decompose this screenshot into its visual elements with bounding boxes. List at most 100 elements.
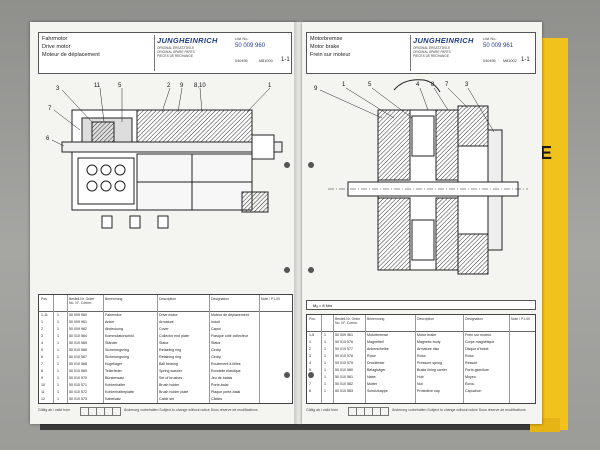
left-page: Fahrmotor Drive motor Moteur de déplacem… xyxy=(30,22,298,424)
table-cell: 1 xyxy=(324,347,326,351)
table-cell: Circlip xyxy=(211,355,221,359)
table-cell: Sicherungsring xyxy=(105,355,129,359)
table-cell: Mutter xyxy=(367,382,378,386)
table-cell: 50 010 579 xyxy=(335,361,353,365)
callout-5: 5 xyxy=(368,82,372,88)
table-cell: 1 xyxy=(324,340,326,344)
torque-note: Mₐ = 8 Nm xyxy=(306,300,536,310)
table-cell: 1 xyxy=(57,376,59,380)
table-cell: 3 xyxy=(41,334,43,338)
table-cell: 1 xyxy=(57,334,59,338)
table-cell: Hub xyxy=(417,375,424,379)
terminal-studs xyxy=(101,215,169,229)
table-cell: Drive motor xyxy=(159,313,178,317)
table-cell: 7 xyxy=(41,362,43,366)
table-cell: 9 xyxy=(41,376,43,380)
table-cell: 1 xyxy=(324,361,326,365)
left-footer: Gültig ab / valid from Änderung vorbehal… xyxy=(38,406,292,416)
table-cell: Circlip xyxy=(211,348,221,352)
table-cell: 8 xyxy=(309,389,311,393)
table-cell: 6 xyxy=(41,355,43,359)
table-cell: 50 010 583 xyxy=(335,389,353,393)
left-title-block: Fahrmotor Drive motor Moteur de déplacem… xyxy=(42,35,155,71)
table-cell: Ressort xyxy=(465,361,478,365)
table-cell: Belagträger xyxy=(367,368,386,372)
table-cell: Retaining ring xyxy=(159,355,182,359)
table-cell: Armature disc xyxy=(417,347,440,351)
left-code: M81000 xyxy=(259,59,273,63)
table-cell: Kohlenhalterplatte xyxy=(105,390,134,394)
callout-8-10: 8,10 xyxy=(194,83,206,89)
table-cell: 1 xyxy=(324,382,326,386)
table-cell: 1 xyxy=(57,341,59,345)
table-cell: Fahrmotor xyxy=(105,313,122,317)
right-brand-logo: JUNGHEINRICH xyxy=(413,36,474,45)
table-cell: 50 009 960 xyxy=(69,313,87,317)
right-title-block: Motorbremse Motor brake Frein sur moteur xyxy=(310,35,411,71)
table-cell: Sicherungsring xyxy=(105,348,129,352)
table-cell: 50 010 573 xyxy=(69,397,87,401)
callout-3: 3 xyxy=(465,82,469,88)
table-cell: Ständer xyxy=(105,341,118,345)
table-cell: 2 xyxy=(309,347,311,351)
table-cell: Câbles xyxy=(211,397,223,401)
drive-motor-drawing: 3 11 5 2 9 8,10 1 7 6 xyxy=(46,83,283,229)
table-cell: 5 xyxy=(41,348,43,352)
table-cell: Bürstensatz xyxy=(105,376,124,380)
table-cell: 50 010 581 xyxy=(335,375,353,379)
table-cell: 1 xyxy=(57,327,59,331)
table-cell: 50 010 576 xyxy=(335,340,353,344)
table-cell: Flasque côté collecteur xyxy=(211,334,248,338)
left-parts-table: Pos. Bestell-Nr. Order No. N°. Comm. Ben… xyxy=(38,294,293,404)
table-cell: Pressure spring xyxy=(417,361,443,365)
callout-2: 2 xyxy=(167,83,171,89)
table-cell: Brush holder plate xyxy=(159,390,189,394)
table-cell: Rotor xyxy=(465,354,474,358)
table-cell: Protective cap xyxy=(417,389,440,393)
table-cell: 12 xyxy=(41,397,45,401)
table-cell: Brush holder xyxy=(159,383,180,387)
table-cell: 1 xyxy=(57,355,59,359)
table-cell: Schutzkappe xyxy=(367,389,388,393)
table-cell: Rondelle élastique xyxy=(211,369,241,373)
table-cell: 50 010 569 xyxy=(69,369,87,373)
table-cell: 1 xyxy=(57,320,59,324)
table-cell: 1 xyxy=(324,333,326,337)
table-cell: Magnetic body xyxy=(417,340,441,344)
table-cell: 50 009 961 xyxy=(335,333,353,337)
table-cell: Porte-garniture xyxy=(465,368,489,372)
table-cell: Tellerfeder xyxy=(105,369,122,373)
table-cell: 50 009 962 xyxy=(69,327,87,331)
right-page-number: 1-1 xyxy=(521,57,530,63)
table-cell: 1 xyxy=(324,354,326,358)
callout-3: 3 xyxy=(56,86,60,92)
table-cell: Corps magnétique xyxy=(465,340,495,344)
callout-9: 9 xyxy=(314,86,318,92)
table-cell: 50 009 961 xyxy=(69,320,87,324)
callout-6: 6 xyxy=(46,136,50,142)
table-cell: 1 xyxy=(57,390,59,394)
table-cell: Capot xyxy=(211,327,221,331)
table-cell: Stator xyxy=(211,341,221,345)
table-cell: 1-11 xyxy=(41,313,48,317)
table-cell: Cover xyxy=(159,327,169,331)
table-cell: Ankerscheibe xyxy=(367,347,389,351)
section-tab-letter: E xyxy=(540,143,553,163)
table-cell: Armature xyxy=(159,320,174,324)
right-table-header: Pos. Bestell-Nr. Order No. N°. Comm. Ben… xyxy=(307,315,535,332)
table-cell: Frein sur moteur xyxy=(465,333,492,337)
table-cell: 50 010 580 xyxy=(335,368,353,372)
table-cell: Stator xyxy=(159,341,169,345)
